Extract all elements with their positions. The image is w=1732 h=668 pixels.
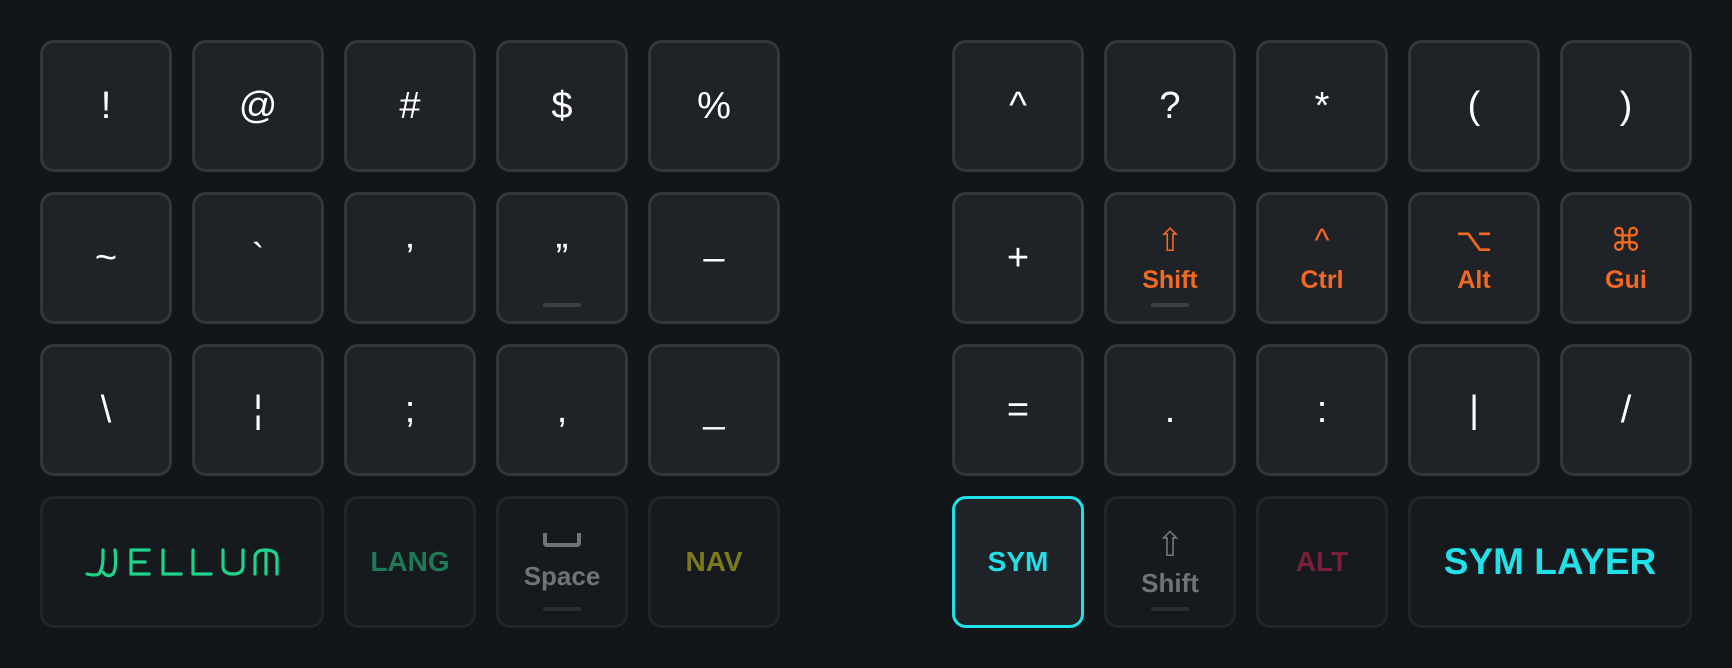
sym-label: SYM <box>987 546 1049 577</box>
space-label: Space <box>523 560 601 591</box>
key-label: – <box>703 237 725 279</box>
key-question[interactable]: ? <box>1104 40 1236 172</box>
key-open-paren[interactable]: ( <box>1408 40 1540 172</box>
nav-label: NAV <box>685 546 743 577</box>
key-semicolon[interactable]: ; <box>344 344 476 476</box>
key-label: : <box>1316 389 1328 431</box>
key-label: | <box>1469 389 1479 431</box>
key-label: / <box>1620 389 1632 431</box>
key-label: ! <box>100 85 112 127</box>
key-comma[interactable]: , <box>496 344 628 476</box>
space-key[interactable]: Space <box>496 496 628 628</box>
sym-layer-key[interactable]: SYM <box>952 496 1084 628</box>
key-label: + <box>1006 237 1030 279</box>
key-label: ’ <box>405 237 415 279</box>
key-label: ` <box>251 237 265 279</box>
key-label: @ <box>238 85 278 127</box>
key-dash[interactable]: – <box>648 192 780 324</box>
key-underscore[interactable]: _ <box>648 344 780 476</box>
key-close-paren[interactable]: ) <box>1560 40 1692 172</box>
shift-label: Shift <box>1142 265 1198 294</box>
shift-thumb-key[interactable]: ⇧ Shift <box>1104 496 1236 628</box>
key-backtick[interactable]: ` <box>192 192 324 324</box>
key-label: . <box>1164 389 1176 431</box>
key-caret[interactable]: ^ <box>952 40 1084 172</box>
key-label: , <box>556 389 568 431</box>
key-label: ( <box>1467 85 1481 127</box>
key-dollar[interactable]: $ <box>496 40 628 172</box>
home-row-marker <box>1151 607 1189 611</box>
brand-logo-key <box>40 496 324 628</box>
key-tilde[interactable]: ~ <box>40 192 172 324</box>
key-asterisk[interactable]: * <box>1256 40 1388 172</box>
key-label: ~ <box>94 237 118 279</box>
key-equals[interactable]: = <box>952 344 1084 476</box>
alt-layer-label: ALT <box>1295 546 1349 577</box>
shift-label: Shift <box>1141 567 1199 598</box>
key-label: ? <box>1159 85 1181 127</box>
key-label: _ <box>703 389 725 431</box>
key-label: % <box>697 85 731 127</box>
shift-icon: ⇧ <box>1156 221 1184 258</box>
gui-modifier-key[interactable]: ⌘ Gui <box>1560 192 1692 324</box>
key-at[interactable]: @ <box>192 40 324 172</box>
gui-label: Gui <box>1605 265 1647 294</box>
nav-layer-key[interactable]: NAV <box>648 496 780 628</box>
key-colon[interactable]: : <box>1256 344 1388 476</box>
home-row-marker <box>1151 303 1189 307</box>
ctrl-icon: ^ <box>1314 221 1330 258</box>
key-label: \ <box>100 389 112 431</box>
option-icon: ⌥ <box>1455 221 1493 258</box>
key-exclamation[interactable]: ! <box>40 40 172 172</box>
alt-modifier-key[interactable]: ⌥ Alt <box>1408 192 1540 324</box>
key-hash[interactable]: # <box>344 40 476 172</box>
key-label: ^ <box>1009 85 1027 127</box>
key-label: ) <box>1619 85 1633 127</box>
key-label: ¦ <box>253 389 263 431</box>
key-backslash[interactable]: \ <box>40 344 172 476</box>
lang-layer-key[interactable]: LANG <box>344 496 476 628</box>
command-icon: ⌘ <box>1610 221 1642 258</box>
layer-name: SYM LAYER <box>1443 541 1657 582</box>
space-icon <box>543 532 581 547</box>
key-pipe[interactable]: | <box>1408 344 1540 476</box>
key-double-quote[interactable]: ” <box>496 192 628 324</box>
key-period[interactable]: . <box>1104 344 1236 476</box>
shift-modifier-key[interactable]: ⇧ Shift <box>1104 192 1236 324</box>
alt-layer-key[interactable]: ALT <box>1256 496 1388 628</box>
home-row-marker <box>543 607 581 611</box>
key-label: = <box>1006 389 1030 431</box>
key-label: # <box>399 85 421 127</box>
wellum-logo <box>85 548 279 578</box>
lang-label: LANG <box>370 546 450 577</box>
key-label: ” <box>555 237 569 279</box>
key-broken-bar[interactable]: ¦ <box>192 344 324 476</box>
shift-icon: ⇧ <box>1155 525 1185 564</box>
key-single-quote[interactable]: ’ <box>344 192 476 324</box>
key-slash[interactable]: / <box>1560 344 1692 476</box>
key-label: ; <box>404 389 416 431</box>
ctrl-modifier-key[interactable]: ^ Ctrl <box>1256 192 1388 324</box>
ctrl-label: Ctrl <box>1300 265 1344 294</box>
key-label: $ <box>551 85 573 127</box>
key-percent[interactable]: % <box>648 40 780 172</box>
key-label: * <box>1314 85 1330 127</box>
home-row-marker <box>543 303 581 307</box>
alt-label: Alt <box>1457 265 1491 294</box>
current-layer-indicator: SYM LAYER <box>1408 496 1692 628</box>
key-plus[interactable]: + <box>952 192 1084 324</box>
